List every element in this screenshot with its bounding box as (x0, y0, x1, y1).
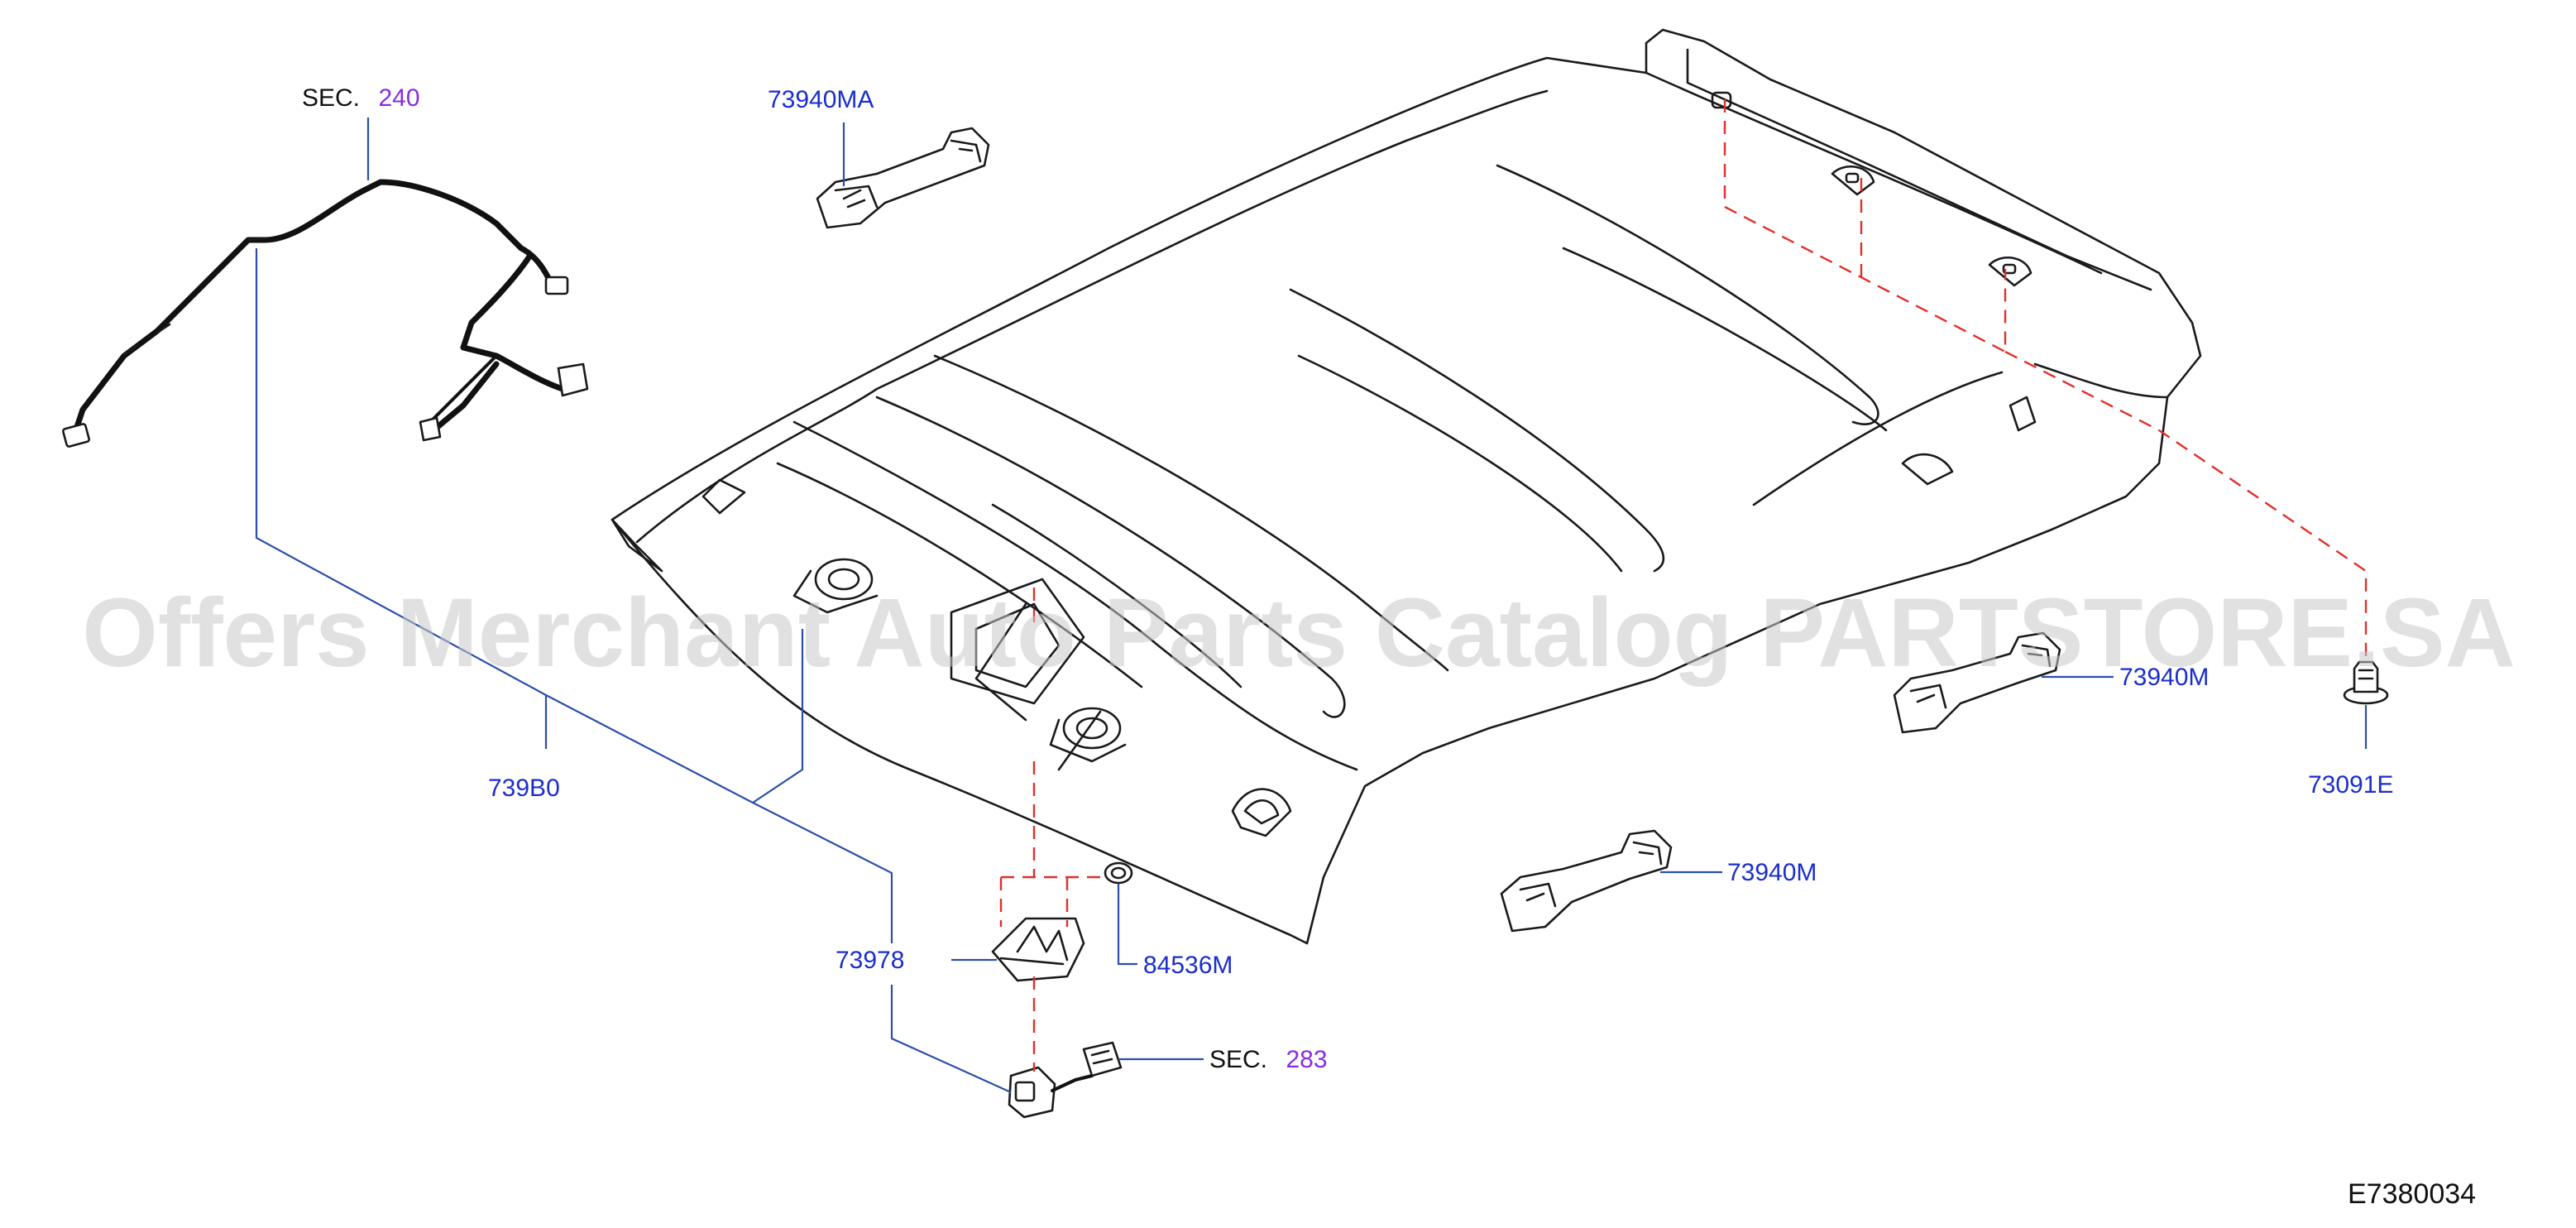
grommet-84536m (1104, 861, 1133, 885)
part-label-73940m-right[interactable]: 73940M (2119, 664, 2209, 691)
assist-grip-73940m-lower (1500, 829, 1673, 933)
part-label-84536m[interactable]: 84536M (1143, 952, 1233, 979)
section-ref-240[interactable]: SEC. 240 (302, 84, 420, 112)
clip-73091e (2343, 660, 2389, 705)
assist-grip-73940m-right (1893, 631, 2061, 734)
hidden-lines (999, 99, 2368, 1072)
lamp-connector (1008, 1041, 1123, 1119)
part-label-73978[interactable]: 73978 (836, 947, 904, 974)
section-ref-283[interactable]: SEC. 283 (1209, 1046, 1328, 1073)
diagram-code: E7380034 (2348, 1178, 2476, 1210)
part-label-73940ma[interactable]: 73940MA (768, 86, 874, 113)
labels: SEC. 240 73940MA 739B0 73940M 73091E 739… (302, 84, 2476, 1210)
part-label-73940m-lower[interactable]: 73940M (1727, 859, 1817, 886)
part-label-739b0[interactable]: 739B0 (488, 775, 560, 802)
headlining-panel (610, 28, 2202, 945)
part-label-73091e[interactable]: 73091E (2308, 771, 2393, 799)
assist-grip-73940ma (816, 127, 990, 229)
roof-harness-739b0 (62, 179, 589, 448)
bracket-73978 (991, 917, 1085, 982)
leader-lines (255, 118, 2368, 1094)
watermark: Offers Merchant Auto Parts Catalog PARTS… (82, 578, 2516, 688)
